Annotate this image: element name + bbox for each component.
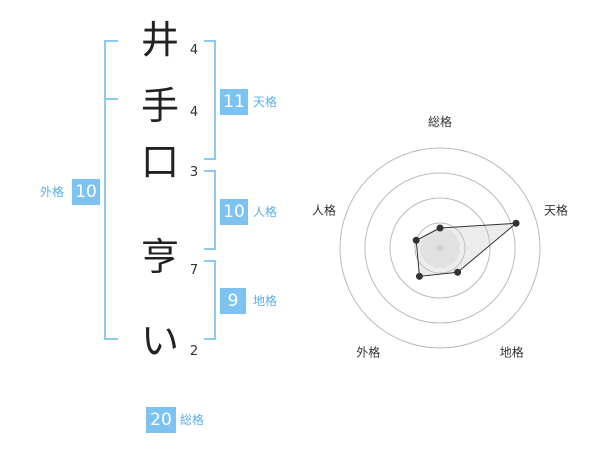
name-char-1: 井 xyxy=(140,18,179,62)
stroke-count-2: 4 xyxy=(189,105,199,120)
tenkaku-label: 天格 xyxy=(253,95,278,109)
stroke-count-4: 7 xyxy=(189,263,199,278)
radar-point-3 xyxy=(454,268,462,276)
chikaku-value: 9 xyxy=(220,288,246,314)
radar-point-2 xyxy=(512,219,520,227)
name-char-4: 亨 xyxy=(140,235,179,279)
stroke-count-1: 4 xyxy=(189,43,199,58)
jinkaku-label: 人格 xyxy=(253,205,278,219)
radar-axis-label: 外格 xyxy=(356,345,380,360)
stroke-count-5: 2 xyxy=(189,344,199,359)
chikaku-label: 地格 xyxy=(253,294,278,308)
soukaku-label: 総格 xyxy=(180,413,205,427)
radar-point-5 xyxy=(412,236,420,244)
radar-axis-label: 天格 xyxy=(544,202,568,217)
tenkaku-bracket xyxy=(204,40,216,160)
tenkaku-value: 11 xyxy=(220,89,248,115)
radar-ring xyxy=(414,222,466,274)
stroke-count-3: 3 xyxy=(189,165,199,180)
jinkaku-bracket xyxy=(204,170,216,250)
radar-axis-label: 総格 xyxy=(428,114,452,129)
radar-center-dot xyxy=(437,245,443,251)
radar-data-polygon xyxy=(415,222,518,277)
name-char-3: 口 xyxy=(140,140,179,184)
gaikaku-label: 外格 xyxy=(40,185,65,199)
chikaku-bracket xyxy=(204,260,216,340)
radar-axis-label: 地格 xyxy=(500,345,524,360)
gaikaku-value: 10 xyxy=(72,179,100,205)
radar-point-4 xyxy=(415,272,423,280)
radar-ring xyxy=(389,197,491,299)
bracket-tick xyxy=(104,98,118,100)
radar-axis-label: 人格 xyxy=(312,202,336,217)
soukaku-value: 20 xyxy=(146,407,176,433)
name-char-5: い xyxy=(140,319,179,363)
jinkaku-value: 10 xyxy=(220,199,248,225)
name-char-2: 手 xyxy=(140,84,179,128)
radar-point-1 xyxy=(436,224,444,232)
radar-ring xyxy=(364,172,516,324)
gaikaku-bracket xyxy=(104,40,118,340)
